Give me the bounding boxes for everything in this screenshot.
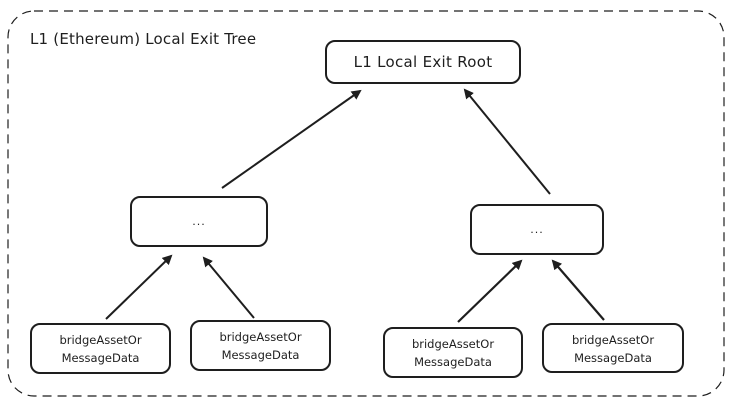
intermediate-node-left: ... [130,196,268,247]
edge-leaf-2-to-mid-left [202,256,255,319]
leaf-node-label: bridgeAssetOr MessageData [571,332,655,365]
edge-leaf-1-to-mid-left [105,254,173,320]
leaf-node-label: bridgeAssetOr MessageData [219,330,302,362]
leaf-node: bridgeAssetOr MessageData [30,323,171,374]
edge-mid-left-to-root [221,89,362,189]
root-node-label: L1 Local Exit Root [353,53,493,71]
leaf-node-label: bridgeAssetOr MessageData [411,337,495,369]
edge-leaf-3-to-mid-right [457,259,523,323]
leaf-node: bridgeAssetOr MessageData [190,320,331,371]
intermediate-node-label: ... [192,215,206,228]
leaf-node-label: bridgeAssetOr MessageData [59,333,142,365]
leaf-node: bridgeAssetOr MessageData [383,327,523,378]
frame-title: L1 (Ethereum) Local Exit Tree [30,30,257,48]
edge-mid-right-to-root [463,88,551,195]
root-node: L1 Local Exit Root [325,40,521,84]
edge-leaf-4-to-mid-right [551,259,605,321]
intermediate-node-right: ... [470,204,604,255]
intermediate-node-label: ... [530,223,544,236]
frame-border [7,10,725,397]
leaf-node: bridgeAssetOr MessageData [542,323,684,373]
edges-group [105,88,605,323]
